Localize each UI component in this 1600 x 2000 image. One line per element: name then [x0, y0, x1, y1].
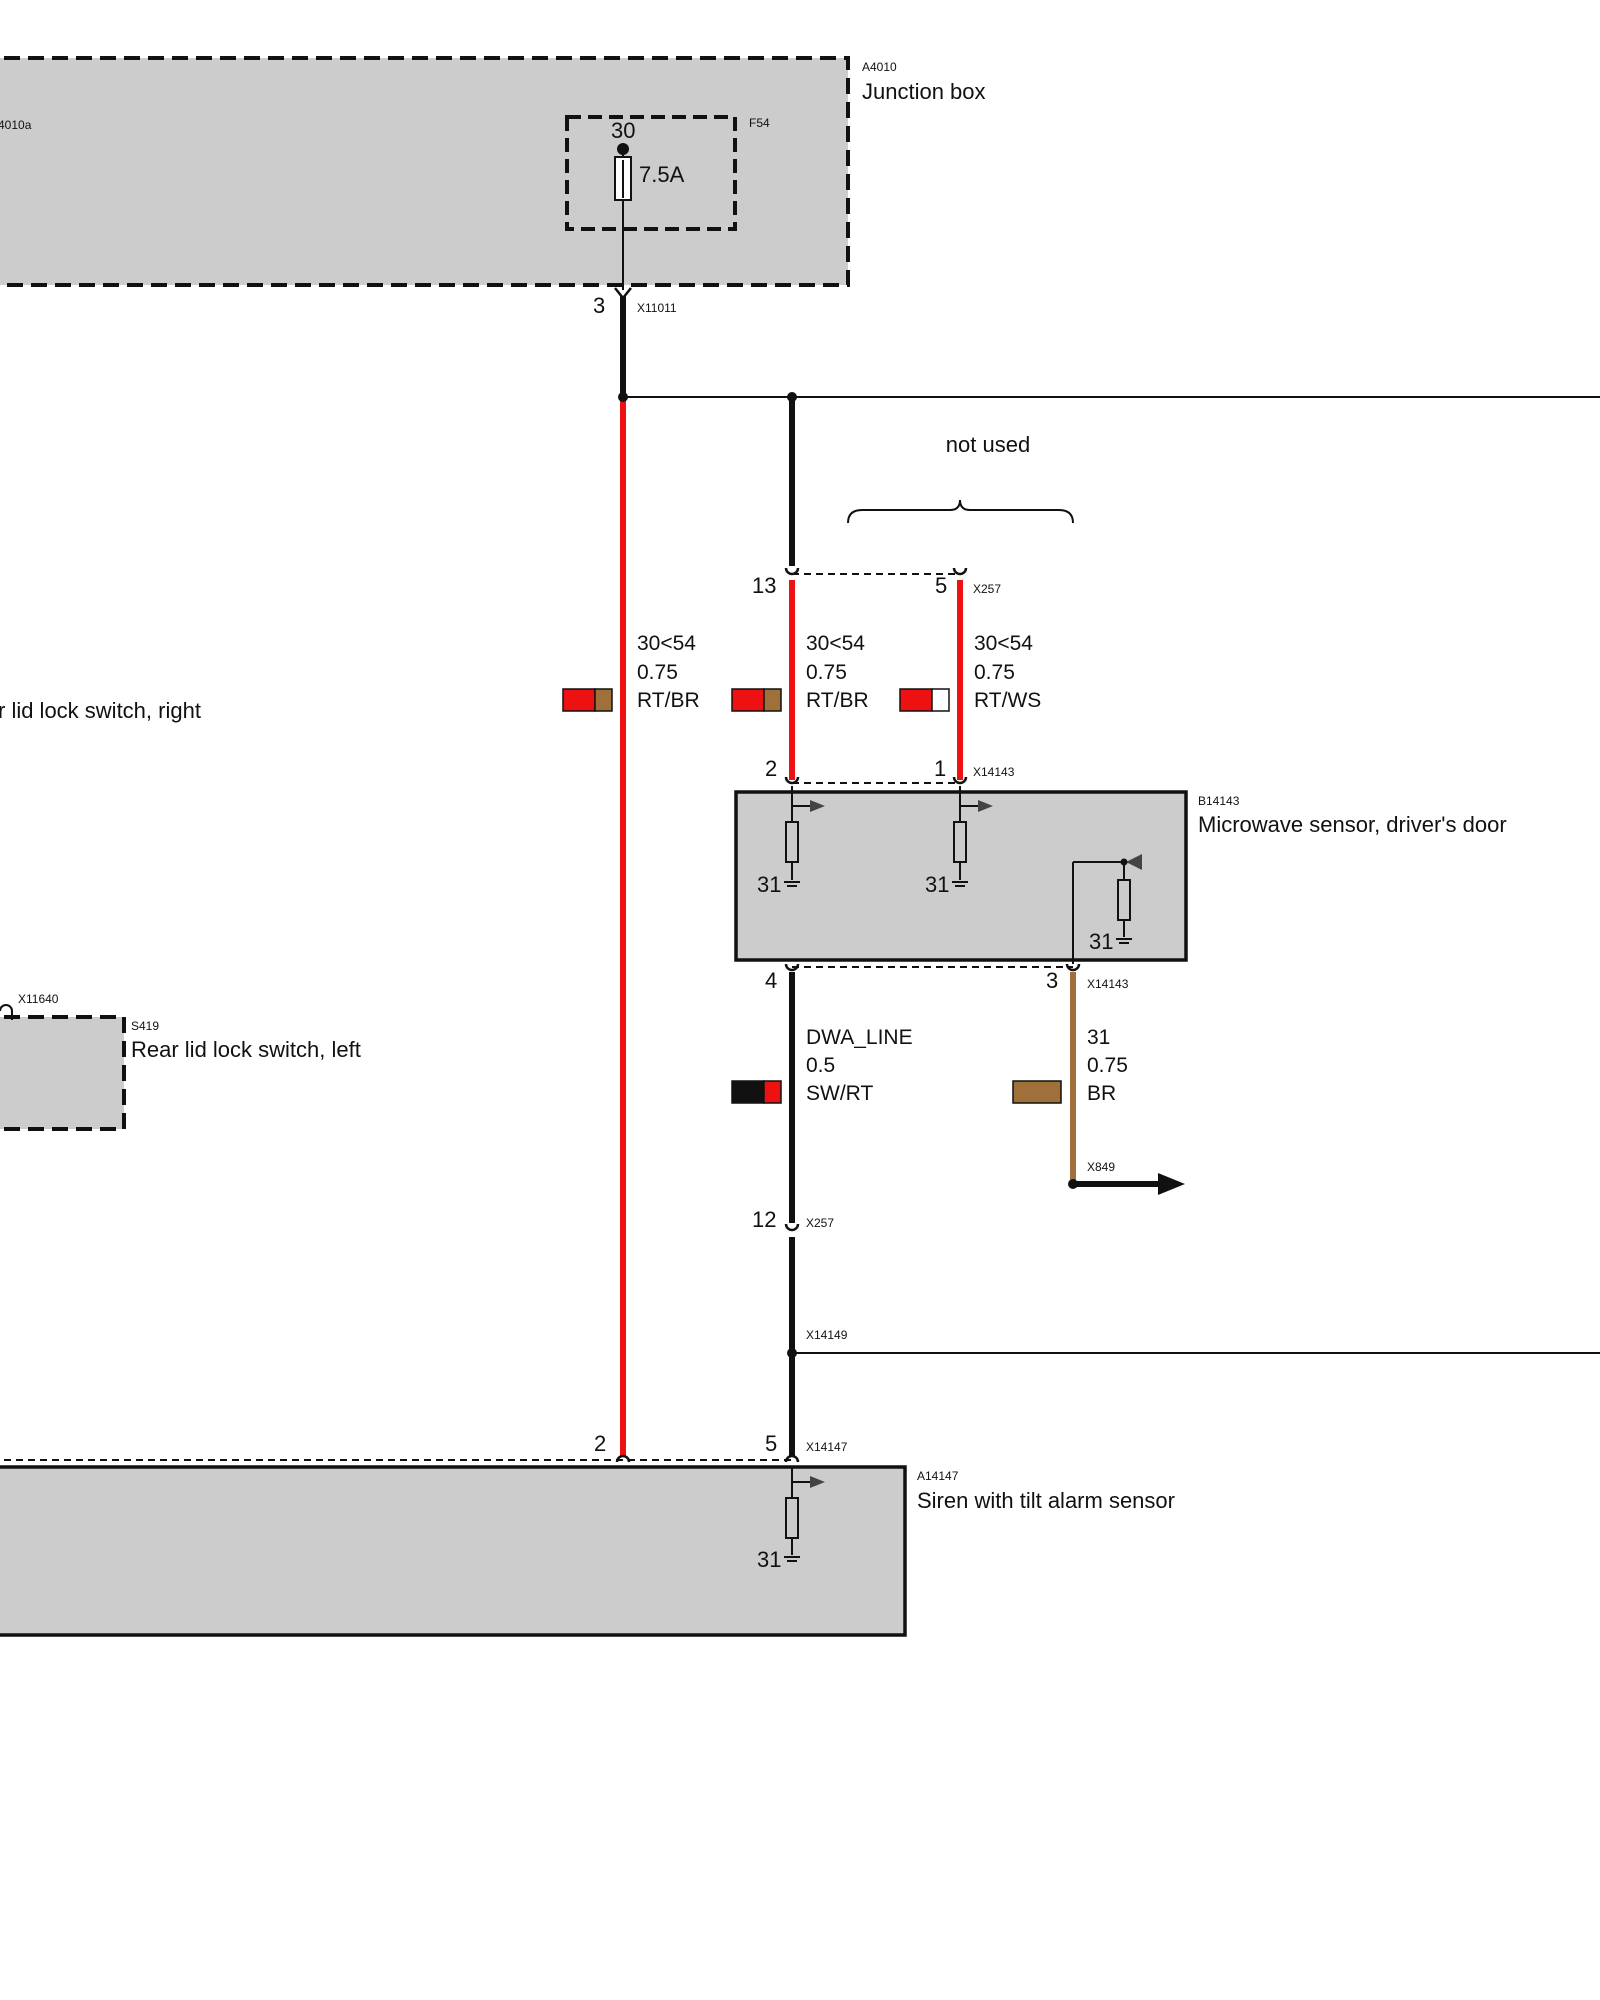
resistor-icon	[785, 1497, 799, 1539]
x14143-top-pin-2: 2	[765, 756, 777, 781]
x257-bottom-code: X257	[806, 1216, 834, 1230]
wire-color-swatch	[731, 1080, 765, 1104]
junction-box-module: A4010 Junction box 4010a	[0, 56, 986, 287]
svg-text:31: 31	[757, 872, 781, 897]
x14149-code: X14149	[806, 1328, 848, 1342]
wire-color-swatch	[731, 688, 765, 712]
splice-dot	[787, 392, 797, 402]
resistor-icon	[785, 821, 799, 863]
x14143-bottom-pin-3: 3	[1046, 968, 1058, 993]
rear-lid-left-connector: X11640	[18, 992, 59, 1006]
wire-color-swatch	[1012, 1080, 1062, 1104]
x14143-top-pin-1: 1	[934, 756, 946, 781]
rear-lid-right-name: r lid lock switch, right	[0, 698, 201, 723]
connector-x14143-top: 2 1 X14143	[765, 756, 1015, 785]
fuse-terminal: 30	[611, 118, 635, 143]
microwave-sensor-code: B14143	[1198, 794, 1240, 808]
x257-top-code: X257	[973, 582, 1001, 596]
wire-label-w2: 30<54 0.75 RT/BR	[731, 632, 869, 712]
svg-text:BR: BR	[1087, 1082, 1116, 1105]
svg-text:DWA_LINE: DWA_LINE	[806, 1026, 913, 1049]
svg-text:30<54: 30<54	[806, 632, 865, 655]
junction-box-name: Junction box	[862, 79, 986, 104]
rear-lid-left-name: Rear lid lock switch, left	[131, 1037, 361, 1062]
fuse-f54: F54 30 7.5A	[565, 115, 770, 290]
siren-module: A14147 Siren with tilt alarm sensor	[0, 1465, 1175, 1637]
x257-top-pin-13: 13	[752, 573, 776, 598]
internal-circuit-pin3: 31	[1072, 854, 1142, 964]
x14143-bottom-code: X14143	[1087, 977, 1129, 991]
x849-code: X849	[1087, 1160, 1115, 1174]
svg-text:30<54: 30<54	[974, 632, 1033, 655]
fuse-rating: 7.5A	[639, 162, 685, 187]
arrow-left-icon	[1126, 854, 1142, 870]
not-used-label: not used	[946, 432, 1030, 457]
svg-text:31: 31	[757, 1547, 781, 1572]
fuse-code: F54	[749, 116, 770, 130]
x257-bottom-pin: 12	[752, 1207, 776, 1232]
svg-text:31: 31	[1087, 1026, 1110, 1049]
svg-text:0.5: 0.5	[806, 1054, 835, 1077]
splice-dot-x14149	[787, 1348, 797, 1358]
resistor-icon	[1117, 879, 1131, 921]
arrow-right-icon	[810, 1476, 825, 1488]
internal-circuit-siren: 31	[757, 1468, 825, 1572]
connector-x14143-bottom: 4 3 X14143	[765, 963, 1129, 993]
internal-circuit-pin1: 31	[925, 786, 993, 897]
connector-x14147: 2 5 X14147	[0, 1431, 848, 1463]
rear-lid-switch-left: S419 Rear lid lock switch, left X11640	[0, 992, 361, 1131]
microwave-sensor-module: B14143 Microwave sensor, driver's door	[734, 790, 1507, 962]
rear-lid-left-code: S419	[131, 1019, 159, 1033]
ground-arrow-head	[1158, 1173, 1185, 1195]
x14143-top-code: X14143	[973, 765, 1015, 779]
connector-x257-top: 13 5 X257	[752, 567, 1001, 598]
svg-text:30<54: 30<54	[637, 632, 696, 655]
splice-dot	[618, 392, 628, 402]
svg-text:31: 31	[925, 872, 949, 897]
wire-label-w4: DWA_LINE 0.5 SW/RT	[731, 1026, 913, 1105]
x11011-code: X11011	[637, 301, 677, 315]
svg-text:RT/BR: RT/BR	[806, 689, 869, 712]
svg-text:0.75: 0.75	[637, 661, 678, 684]
not-used-annotation: not used	[847, 432, 1074, 524]
microwave-sensor-name: Microwave sensor, driver's door	[1198, 812, 1507, 837]
svg-text:31: 31	[1089, 929, 1113, 954]
svg-text:0.75: 0.75	[806, 661, 847, 684]
svg-text:0.75: 0.75	[1087, 1054, 1128, 1077]
svg-text:0.75: 0.75	[974, 661, 1015, 684]
wire-label-w5: 31 0.75 BR	[1012, 1026, 1128, 1105]
svg-text:SW/RT: SW/RT	[806, 1082, 873, 1105]
wire-label-w3: 30<54 0.75 RT/WS	[899, 632, 1041, 712]
connector-x257-bottom: 12 X257	[752, 1207, 834, 1232]
svg-text:RT/WS: RT/WS	[974, 689, 1041, 712]
arrow-right-icon	[810, 800, 825, 812]
x11011-pin: 3	[593, 293, 605, 318]
x257-top-pin-5: 5	[935, 573, 947, 598]
wire-color-swatch	[899, 688, 933, 712]
junction-box-subcode: 4010a	[0, 118, 32, 132]
internal-circuit-pin2: 31	[757, 786, 825, 897]
x14147-pin-2: 2	[594, 1431, 606, 1456]
resistor-icon	[953, 821, 967, 863]
x14147-pin-5: 5	[765, 1431, 777, 1456]
junction-box-code: A4010	[862, 60, 897, 74]
svg-text:RT/BR: RT/BR	[637, 689, 700, 712]
x14143-bottom-pin-4: 4	[765, 968, 777, 993]
brace-icon	[847, 499, 1074, 524]
siren-code: A14147	[917, 1469, 959, 1483]
arrow-right-icon	[978, 800, 993, 812]
x14147-code: X14147	[806, 1440, 848, 1454]
siren-name: Siren with tilt alarm sensor	[917, 1488, 1175, 1513]
connector-x11011: 3 X11011	[593, 287, 677, 318]
wire-color-swatch	[562, 688, 596, 712]
wire-label-w1: 30<54 0.75 RT/BR	[562, 632, 700, 712]
